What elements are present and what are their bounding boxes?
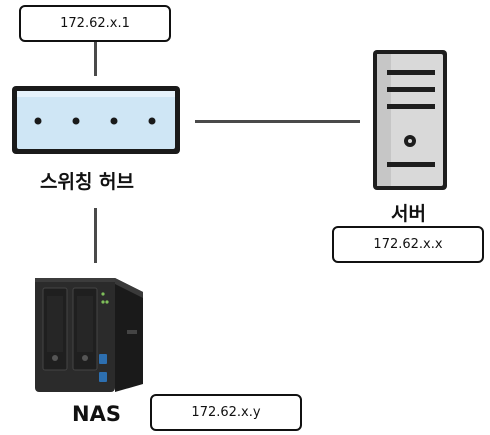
switch-hub-icon	[12, 86, 180, 154]
port-led-4	[148, 117, 156, 125]
switch-ip-box: 172.62.x.1	[19, 5, 171, 42]
nas-device-icon	[35, 278, 143, 392]
server-tower-icon	[373, 50, 447, 190]
connector-switch-server	[195, 120, 360, 123]
port-led-3	[110, 117, 118, 125]
connector-ip-switch	[94, 42, 97, 76]
connector-switch-nas	[94, 208, 97, 263]
nas-label: NAS	[72, 402, 121, 426]
switch-ip-text: 172.62.x.1	[60, 16, 130, 31]
nas-ip-text: 172.62.x.y	[191, 405, 261, 420]
switch-label: 스위칭 허브	[40, 171, 135, 193]
nas-ip-box: 172.62.x.y	[150, 394, 302, 431]
port-led-2	[72, 117, 80, 125]
server-label: 서버	[391, 203, 426, 225]
server-ip-box: 172.62.x.x	[332, 226, 484, 263]
port-led-1	[34, 117, 42, 125]
server-ip-text: 172.62.x.x	[373, 237, 443, 252]
